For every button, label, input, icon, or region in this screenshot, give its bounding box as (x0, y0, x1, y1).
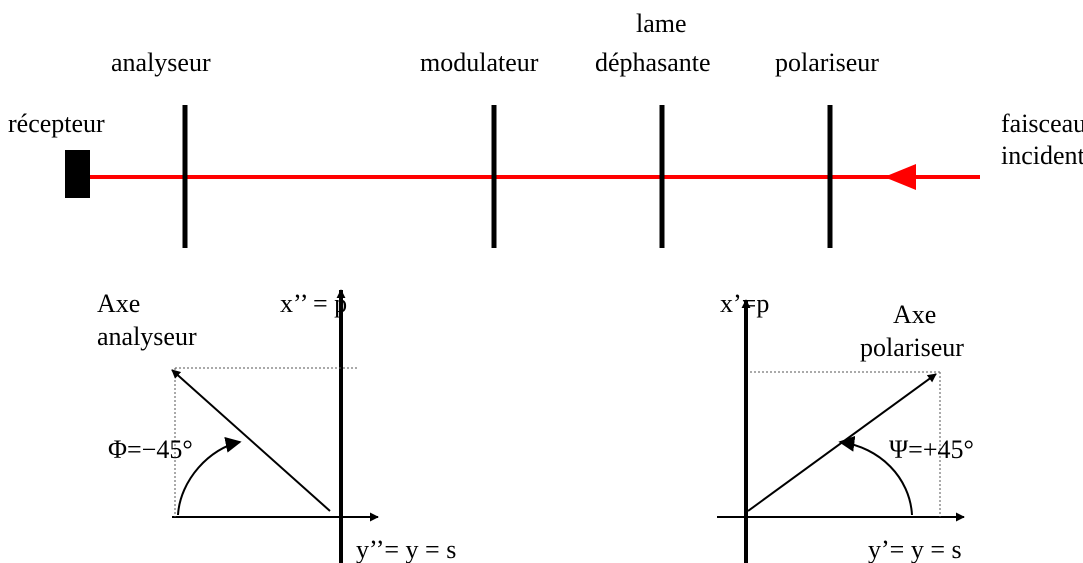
analyzer-axis-vector (171, 369, 331, 512)
analyzer-vertical-axis-label: x’’ = p (280, 289, 347, 318)
modulator-label: modulateur (420, 48, 539, 77)
incident-beam-label-2: incident (1001, 141, 1083, 170)
polarizer-axes-group: Axe polariseur x’=p y’= y = s Ψ=+45° (717, 289, 974, 563)
waveplate-label-1: lame (636, 9, 687, 38)
polarizer-vertical-axis-label: x’=p (720, 289, 769, 318)
analyzer-angle-label: Φ=−45° (108, 435, 193, 464)
polarizer-label: polariseur (775, 48, 879, 77)
polarizer-horizontal-axis-label: y’= y = s (868, 535, 962, 563)
analyzer-axis-label-1: Axe (97, 289, 140, 318)
receiver-label: récepteur (8, 109, 105, 138)
polarizer-axis-label-1: Axe (893, 300, 936, 329)
polarizer-angle-arc (838, 435, 913, 516)
incident-beam-label-1: faisceau (1001, 109, 1083, 138)
analyzer-angle-arc (177, 436, 242, 516)
polarizer-angle-label: Ψ=+45° (889, 435, 974, 464)
analyzer-label: analyseur (111, 48, 211, 77)
waveplate-label-2: déphasante (595, 48, 711, 77)
receiver-block (65, 150, 90, 198)
analyzer-axis-label-2: analyseur (97, 322, 197, 351)
polarizer-axis-label-2: polariseur (860, 333, 964, 362)
analyzer-horizontal-axis-label: y’’= y = s (356, 535, 456, 563)
beam-direction-arrow (884, 164, 916, 190)
analyzer-axes-group: Axe analyseur x’’ = p y’’= y = s Φ=−45° (97, 289, 456, 563)
